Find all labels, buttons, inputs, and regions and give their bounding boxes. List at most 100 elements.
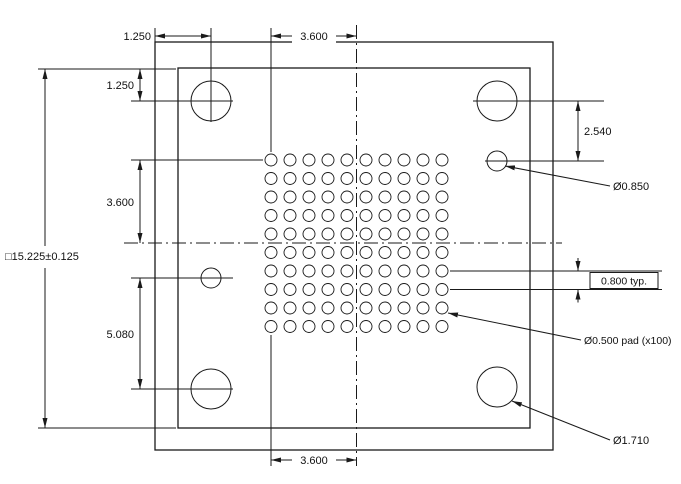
pad bbox=[435, 190, 449, 204]
pitch-dimension-box bbox=[589, 272, 659, 289]
pad bbox=[416, 246, 430, 259]
pad bbox=[435, 227, 449, 241]
pad bbox=[283, 320, 297, 333]
pad bbox=[340, 320, 354, 333]
pad bbox=[321, 190, 335, 204]
pad bbox=[378, 246, 392, 259]
pad bbox=[397, 283, 411, 296]
pad bbox=[359, 227, 373, 241]
pad bbox=[321, 153, 335, 167]
extension-lines bbox=[38, 28, 662, 466]
pad bbox=[340, 209, 354, 222]
leader-lines bbox=[447, 165, 611, 441]
pad bbox=[340, 283, 354, 296]
pad bbox=[283, 301, 297, 315]
pad bbox=[302, 153, 316, 167]
pad bbox=[416, 301, 430, 315]
dim-pad-dia: Ø0.500 pad (x100) bbox=[584, 335, 672, 347]
pad bbox=[359, 264, 373, 278]
pad bbox=[397, 301, 411, 315]
pad bbox=[397, 246, 411, 259]
corner-hole-bottom-right bbox=[476, 366, 518, 408]
pad bbox=[264, 283, 278, 296]
pad bbox=[340, 153, 354, 167]
pad bbox=[435, 320, 449, 333]
pad bbox=[378, 172, 392, 185]
dim-corner-hole-dia: Ø1.710 bbox=[613, 435, 649, 447]
pad bbox=[378, 153, 392, 167]
pad bbox=[416, 172, 430, 185]
leader-pad bbox=[447, 312, 582, 341]
pad bbox=[416, 264, 430, 278]
pad bbox=[416, 320, 430, 333]
pad bbox=[321, 301, 335, 315]
pad bbox=[283, 283, 297, 296]
pad bbox=[302, 264, 316, 278]
pad bbox=[264, 153, 278, 167]
holes bbox=[190, 80, 518, 410]
pad bbox=[302, 301, 316, 315]
pad bbox=[283, 153, 297, 167]
pad bbox=[321, 227, 335, 241]
pad bbox=[302, 227, 316, 241]
pad bbox=[416, 227, 430, 241]
leader-small-hole bbox=[504, 165, 611, 187]
pad bbox=[378, 209, 392, 222]
pad bbox=[359, 320, 373, 333]
pad bbox=[264, 264, 278, 278]
dim-small-hole-dia: Ø0.850 bbox=[613, 181, 649, 193]
dim-pad-pitch: 0.800 typ. bbox=[601, 276, 647, 288]
pad bbox=[416, 190, 430, 204]
pad bbox=[435, 172, 449, 185]
pad bbox=[359, 283, 373, 296]
pad bbox=[302, 172, 316, 185]
centerlines bbox=[124, 25, 562, 466]
pad bbox=[378, 320, 392, 333]
pad bbox=[283, 227, 297, 241]
pad bbox=[283, 246, 297, 259]
pad bbox=[302, 320, 316, 333]
pad bbox=[264, 209, 278, 222]
part-outline bbox=[154, 41, 554, 451]
outer-board-edge bbox=[154, 41, 554, 451]
pad bbox=[397, 172, 411, 185]
pad bbox=[340, 227, 354, 241]
pad bbox=[321, 264, 335, 278]
pad bbox=[264, 246, 278, 259]
pad bbox=[340, 264, 354, 278]
pad bbox=[283, 172, 297, 185]
pad bbox=[264, 301, 278, 315]
pad bbox=[340, 172, 354, 185]
pad bbox=[264, 190, 278, 204]
pad-grid bbox=[264, 153, 449, 333]
dim-right-span: 2.540 bbox=[584, 126, 612, 138]
dim-left-offset: 1.250 bbox=[106, 80, 134, 92]
pad bbox=[397, 320, 411, 333]
pad bbox=[283, 190, 297, 204]
pad bbox=[340, 190, 354, 204]
pad bbox=[435, 246, 449, 259]
pad bbox=[416, 283, 430, 296]
pad bbox=[359, 301, 373, 315]
pad bbox=[340, 246, 354, 259]
pad bbox=[378, 227, 392, 241]
pad bbox=[302, 246, 316, 259]
pad bbox=[302, 209, 316, 222]
inner-board-edge bbox=[177, 67, 531, 429]
pad bbox=[264, 172, 278, 185]
dim-bottom-half-span: 3.600 bbox=[300, 455, 328, 467]
pad bbox=[340, 301, 354, 315]
pad bbox=[283, 264, 297, 278]
pad bbox=[264, 320, 278, 333]
leader-corner-hole bbox=[511, 400, 611, 441]
dim-overall-size: □15.225±0.125 bbox=[5, 251, 79, 263]
dimension-labels: 1.250 3.600 1.250 3.600 □15.225±0.125 5.… bbox=[5, 31, 672, 467]
dim-left-lower-span: 5.080 bbox=[106, 329, 134, 341]
pad bbox=[359, 153, 373, 167]
pad bbox=[435, 209, 449, 222]
pad bbox=[397, 153, 411, 167]
label-backgrounds bbox=[3, 29, 336, 467]
pad bbox=[397, 264, 411, 278]
pad bbox=[359, 209, 373, 222]
